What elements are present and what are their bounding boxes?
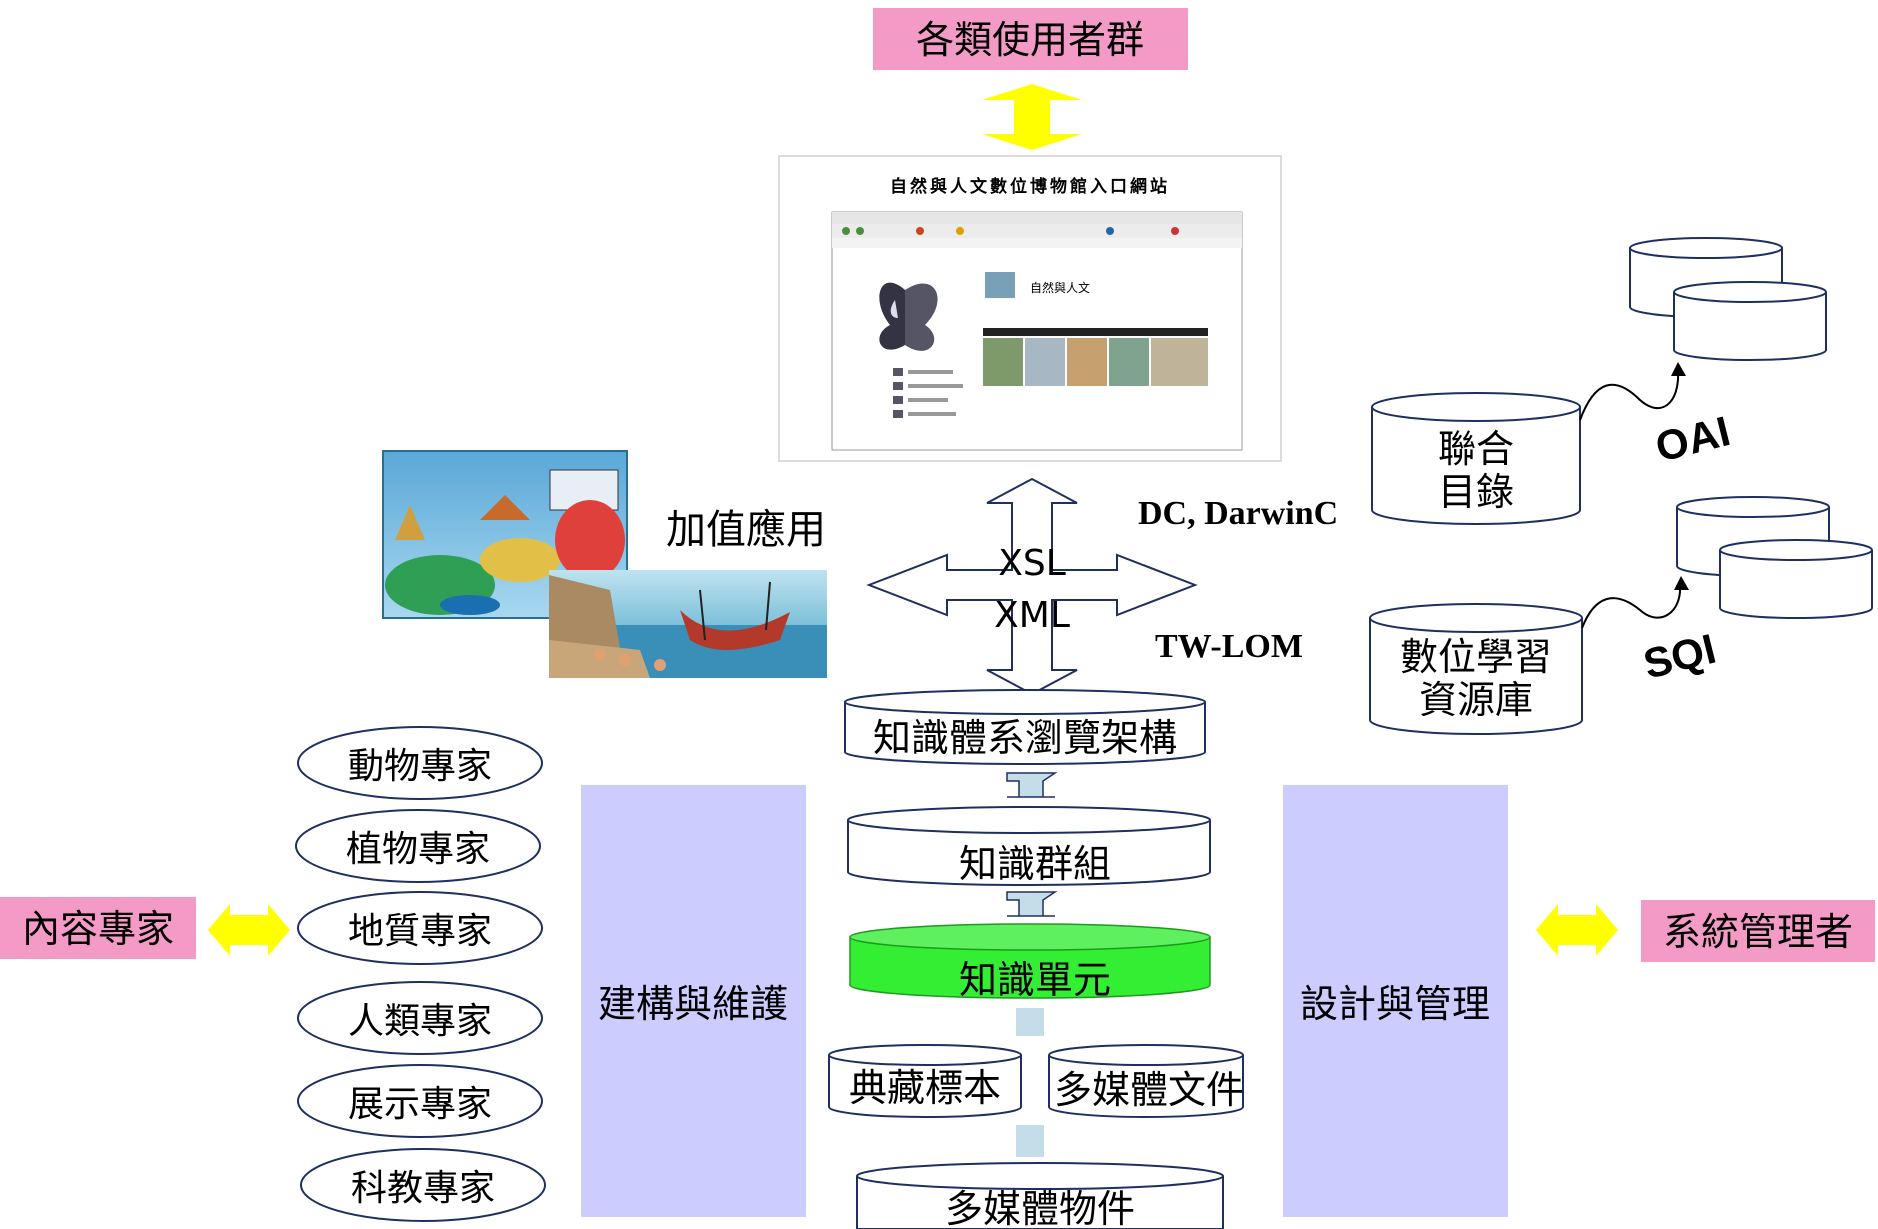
svg-text:自然與人文: 自然與人文 [1030, 280, 1090, 295]
svg-text:系統管理者: 系統管理者 [1663, 910, 1853, 954]
svg-text:建構與維護: 建構與維護 [598, 982, 788, 1026]
value-added-label: 加值應用 [666, 507, 826, 553]
multimedia-object: 多媒體物件 [856, 1162, 1224, 1229]
stack-arrow-4 [1016, 1125, 1044, 1157]
svg-text:多媒體物件: 多媒體物件 [945, 1187, 1135, 1229]
svg-text:多媒體文件: 多媒體文件 [1054, 1068, 1244, 1112]
dc-darwinc-label: DC, DarwinC [1138, 495, 1338, 532]
sys-admin-double-arrow [1536, 904, 1618, 956]
oai-arrowhead [1671, 362, 1686, 376]
portal-website-screenshot: 自然與人文數位博物館入口網站 自然與人文 [778, 155, 1282, 462]
sys-admin-label: 系統管理者 [1641, 900, 1875, 962]
content-experts-label: 內容專家 [0, 897, 196, 959]
svg-text:XML: XML [994, 595, 1070, 636]
user-groups-label: 各類使用者群 [873, 8, 1188, 70]
oai-target-cylinders [1629, 237, 1827, 361]
svg-text:目錄: 目錄 [1438, 470, 1514, 514]
expert-label-4: 展示專家 [348, 1084, 492, 1125]
expert-ovals: 動物專家 植物專家 地質專家 人類專家 展示專家 科教專家 [295, 726, 546, 1222]
svg-text:聯合: 聯合 [1438, 427, 1514, 471]
svg-text:數位學習: 數位學習 [1400, 635, 1552, 679]
expert-label-3: 人類專家 [348, 1001, 492, 1042]
collection-specimen: 典藏標本 [828, 1044, 1022, 1118]
svg-text:資源庫: 資源庫 [1419, 678, 1533, 722]
users-portal-double-arrow [982, 84, 1082, 150]
stack-arrow-1 [1006, 772, 1058, 798]
value-added-app-image-2 [549, 570, 827, 678]
oai-label: OAI [1651, 407, 1735, 471]
design-manage-panel: 設計與管理 [1283, 785, 1508, 1217]
stack-arrow-2 [1006, 891, 1058, 917]
expert-label-2: 地質專家 [348, 911, 492, 952]
value-added-app-image-1 [382, 450, 628, 619]
expert-label-1: 植物專家 [346, 829, 490, 870]
content-experts-double-arrow [208, 904, 290, 956]
stack-arrow-3 [1016, 1008, 1044, 1036]
expert-label-0: 動物專家 [348, 746, 492, 787]
sqi-target-cylinders [1676, 496, 1873, 619]
expert-label-5: 科教專家 [351, 1168, 495, 1209]
sqi-label: SQI [1639, 625, 1721, 688]
sqi-arrowhead [1674, 576, 1689, 590]
union-catalog-cylinder: 聯合 目錄 [1371, 392, 1581, 525]
svg-text:知識單元: 知識單元 [959, 958, 1111, 1002]
svg-text:各類使用者群: 各類使用者群 [916, 18, 1144, 62]
sqi-connector-arrow [1581, 584, 1682, 629]
knowledge-browse-framework: 知識體系瀏覽架構 [844, 689, 1206, 765]
knowledge-unit: 知識單元 [849, 923, 1211, 1002]
svg-text:知識群組: 知識群組 [959, 842, 1111, 886]
svg-text:典藏標本: 典藏標本 [849, 1066, 1001, 1110]
svg-text:知識體系瀏覽架構: 知識體系瀏覽架構 [873, 716, 1177, 760]
knowledge-group: 知識群組 [847, 806, 1211, 886]
build-maintain-panel: 建構與維護 [581, 785, 806, 1217]
svg-text:設計與管理: 設計與管理 [1300, 982, 1490, 1026]
svg-text:自然與人文數位博物館入口網站: 自然與人文數位博物館入口網站 [890, 176, 1170, 197]
svg-text:XSL: XSL [998, 543, 1066, 584]
tw-lom-label: TW-LOM [1155, 628, 1303, 665]
oai-connector-arrow [1579, 369, 1680, 421]
elearning-repository-cylinder: 數位學習 資源庫 [1369, 603, 1583, 735]
multimedia-document: 多媒體文件 [1048, 1044, 1244, 1118]
svg-text:內容專家: 內容專家 [22, 907, 174, 951]
